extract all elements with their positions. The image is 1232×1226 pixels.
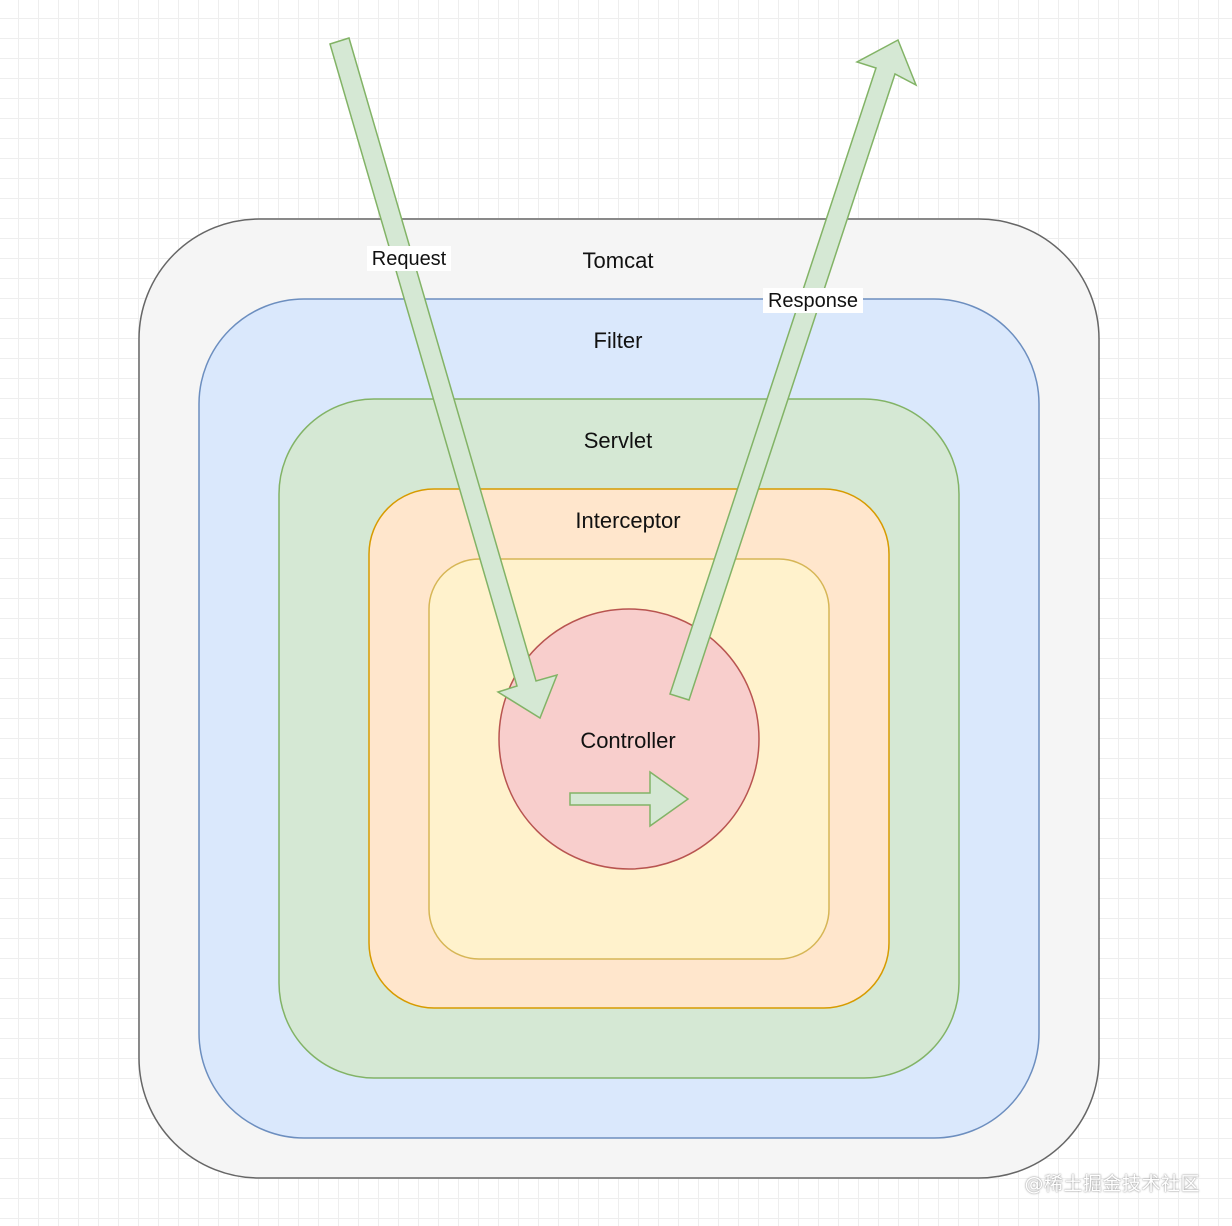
request-label-bg <box>367 246 451 271</box>
response-label-bg <box>763 288 863 313</box>
response-label: Response <box>768 290 858 312</box>
filter-label: Filter <box>594 328 643 353</box>
request-arrow <box>329 37 559 720</box>
controller-label: Controller <box>580 728 675 753</box>
response-arrow <box>669 38 918 701</box>
watermark: @稀土掘金技术社区 <box>1024 1173 1200 1195</box>
request-label: Request <box>372 248 447 270</box>
tomcat-label: Tomcat <box>583 248 654 273</box>
interceptor-label: Interceptor <box>575 508 680 533</box>
controller-process-arrow <box>569 770 690 828</box>
servlet-label: Servlet <box>584 428 652 453</box>
